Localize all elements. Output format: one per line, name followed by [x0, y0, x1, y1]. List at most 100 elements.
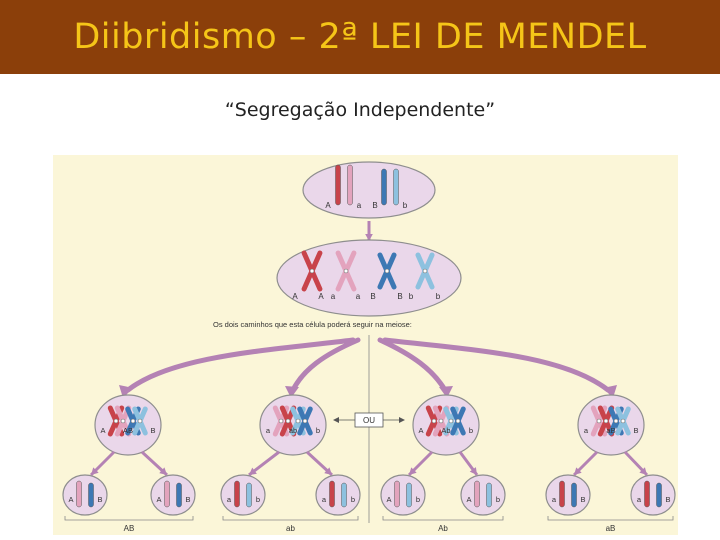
top-cell-label: a	[357, 201, 362, 210]
metaphase-chromosome-centromere	[137, 418, 143, 424]
replicated-cell-label: B	[397, 292, 402, 301]
gamete-label: b	[416, 495, 420, 504]
gamete-arrow-head	[409, 467, 417, 475]
branch-curve-3	[377, 337, 448, 393]
gamete-cell-8	[630, 474, 676, 516]
replicated-cell-label: b	[436, 292, 441, 301]
gamete-label: A	[386, 495, 391, 504]
gamete-cell-7	[545, 474, 591, 516]
replicated-chromosome-A-centromere	[309, 268, 315, 274]
metaphase-chromosome-centromere	[431, 418, 437, 424]
metaphase-chromosome-centromere	[613, 418, 619, 424]
parent-cell	[302, 161, 436, 219]
metaphase-label: a	[266, 426, 271, 435]
metaphase-label: a	[584, 426, 589, 435]
branch-curve-4	[382, 337, 611, 393]
gamete-label: b	[256, 495, 260, 504]
gamete-chromosome	[88, 482, 94, 508]
top-cell-label: A	[325, 201, 331, 210]
metaphase-chromosome-centromere	[603, 418, 609, 424]
replicated-cell-label: b	[409, 292, 414, 301]
gamete-label: B	[97, 495, 102, 504]
gamete-chromosome	[656, 482, 662, 508]
arrow-down-1-head	[365, 233, 373, 241]
replicated-chromosome-A	[301, 250, 323, 292]
metaphase-label: B	[633, 426, 638, 435]
page-title: Diibridismo – 2ª LEI DE MENDEL	[73, 17, 647, 57]
gamete-type-label: ab	[286, 524, 295, 533]
gamete-arrow-head	[639, 467, 647, 475]
gamete-label: A	[156, 495, 161, 504]
replicated-cell-label: a	[356, 292, 361, 301]
gamete-arrow-head	[324, 467, 332, 475]
branch-curve-1	[125, 337, 356, 393]
top-cell-label: b	[403, 201, 408, 210]
gamete-chromosome	[571, 482, 577, 508]
caption-text: Os dois caminhos que esta célula poderá …	[213, 320, 412, 329]
gamete-label: a	[552, 495, 557, 504]
gamete-chromosome	[329, 480, 335, 508]
chromosome-a	[347, 164, 353, 206]
metaphase-chromosome-centromere	[295, 418, 301, 424]
gamete-type-label: aB	[606, 524, 616, 533]
replicated-cell-label: A	[318, 292, 324, 301]
gamete-label: A	[466, 495, 471, 504]
replicated-chromosome-B	[377, 252, 397, 290]
gamete-label: B	[665, 495, 670, 504]
gamete-chromosome	[644, 480, 650, 508]
gamete-cell-4	[315, 474, 361, 516]
replicated-cell-label: A	[292, 292, 298, 301]
gamete-chromosome	[76, 480, 82, 508]
metaphase-cell-4	[577, 394, 645, 456]
gamete-bracket	[547, 516, 674, 521]
replicated-chromosome-b	[415, 252, 435, 290]
metaphase-label: B	[150, 426, 155, 435]
gamete-chromosome	[406, 482, 412, 508]
metaphase-cell-1	[94, 394, 162, 456]
gamete-arrow-head	[159, 467, 167, 475]
replicated-chromosome-a-centromere	[343, 268, 349, 274]
gamete-arrow-head	[91, 467, 99, 475]
metaphase-chromosome-centromere	[455, 418, 461, 424]
metaphase-chromosome	[297, 406, 313, 436]
metaphase-chromosome	[450, 406, 466, 436]
replicated-cell-label: a	[331, 292, 336, 301]
gamete-bracket	[64, 516, 194, 521]
gamete-label: B	[580, 495, 585, 504]
gamete-bracket	[382, 516, 504, 521]
branch-head-1	[119, 385, 133, 398]
gamete-chromosome	[176, 482, 182, 508]
gamete-arrow-head	[249, 467, 257, 475]
metaphase-chromosome-centromere	[438, 418, 444, 424]
replicated-chromosome-B-centromere	[384, 268, 390, 274]
gamete-label: a	[322, 495, 327, 504]
gamete-label: B	[185, 495, 190, 504]
gamete-label: b	[351, 495, 355, 504]
metaphase-label: AB	[123, 426, 133, 435]
gamete-arrow-head	[574, 467, 582, 475]
metaphase-chromosome	[615, 406, 631, 436]
metaphase-label: Ab	[441, 426, 450, 435]
metaphase-label: A	[100, 426, 105, 435]
metaphase-chromosome	[132, 406, 148, 436]
gamete-cell-3	[220, 474, 266, 516]
metaphase-chromosome-centromere	[130, 418, 136, 424]
replicated-cell	[276, 239, 462, 317]
gamete-chromosome	[394, 480, 400, 508]
replicated-chromosome-a	[335, 250, 357, 292]
metaphase-label: A	[418, 426, 423, 435]
gamete-label: a	[637, 495, 642, 504]
gamete-chromosome	[341, 482, 347, 508]
gamete-label: A	[68, 495, 73, 504]
or-arrow-left	[333, 417, 339, 423]
gamete-bracket	[222, 516, 359, 521]
or-box	[354, 412, 384, 428]
gamete-cell-6	[460, 474, 506, 516]
replicated-chromosome-b-centromere	[422, 268, 428, 274]
gamete-cell-5	[380, 474, 426, 516]
chromosome-A	[335, 164, 341, 206]
gamete-chromosome	[559, 480, 565, 508]
gamete-chromosome	[246, 482, 252, 508]
metaphase-cell-2	[259, 394, 327, 456]
